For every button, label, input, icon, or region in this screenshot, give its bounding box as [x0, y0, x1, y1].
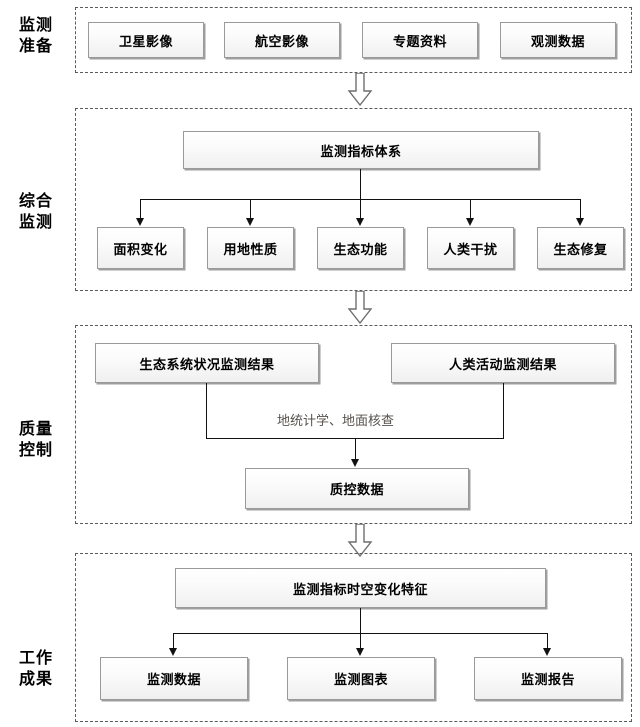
stage-connector-arrow-1: [347, 73, 373, 106]
tree-drop-land-use-nature: [250, 199, 251, 220]
tree-drop-ecological-function: [360, 199, 361, 220]
stage-container-quality-control: [75, 325, 632, 524]
stage-container-preparation: [75, 7, 632, 73]
tree-arrowhead-monitoring-charts: [356, 648, 364, 656]
tree-drop-monitoring-report: [547, 633, 548, 650]
merge-arrowhead-qc-data: [351, 459, 359, 467]
tree-arrowhead-monitoring-data: [169, 648, 177, 656]
node-human-disturbance-label: 人类干扰: [443, 242, 498, 258]
stage-label-comprehensive-monitoring-line2: 监测: [18, 212, 53, 231]
node-satellite-image[interactable]: 卫星影像: [88, 22, 204, 58]
tree-stem-work-results: [360, 608, 361, 634]
stage-label-preparation: 监测 准备: [2, 14, 70, 56]
merge-drop-qc-data: [355, 438, 356, 461]
node-monitoring-report-label: 监测报告: [520, 673, 575, 688]
stage-label-quality-control-line2: 控制: [18, 440, 53, 459]
node-qc-data[interactable]: 质控数据: [245, 468, 469, 509]
stage-label-quality-control-line1: 质量: [18, 419, 53, 438]
stage-container-comprehensive-monitoring: [75, 108, 632, 291]
node-human-disturbance[interactable]: 人类干扰: [427, 227, 514, 269]
node-ecological-function[interactable]: 生态功能: [317, 227, 404, 269]
node-indicator-system[interactable]: 监测指标体系: [183, 131, 539, 169]
stage-label-work-results-line2: 成果: [18, 669, 53, 688]
tree-arrowhead-ecological-restoration: [576, 218, 584, 226]
tree-arrowhead-human-disturbance: [466, 218, 474, 226]
stage-label-work-results-line1: 工作: [18, 648, 53, 667]
node-thematic-data-label: 专题资料: [392, 34, 447, 50]
merge-drop-human-activity: [503, 383, 504, 439]
node-human-activity-result[interactable]: 人类活动监测结果: [391, 343, 615, 383]
node-monitoring-data-label: 监测数据: [146, 673, 201, 688]
stage-label-comprehensive-monitoring-line1: 综合: [18, 191, 53, 210]
node-indicator-system-label: 监测指标体系: [320, 144, 402, 160]
node-human-activity-result-label: 人类活动监测结果: [448, 357, 557, 373]
node-ecological-function-label: 生态功能: [333, 242, 388, 258]
stage-connector-arrow-2: [347, 291, 373, 324]
node-observation-data-label: 观测数据: [530, 34, 585, 50]
tree-drop-ecological-restoration: [580, 199, 581, 220]
tree-drop-monitoring-charts: [360, 633, 361, 650]
node-spatiotemporal-features-label: 监测指标时空变化特征: [292, 582, 428, 598]
edge-label-geostatistics: 地统计学、地面核查: [277, 414, 395, 429]
node-land-use-nature[interactable]: 用地性质: [207, 227, 294, 269]
node-ecosystem-status-result[interactable]: 生态系统状况监测结果: [95, 343, 319, 383]
tree-stem-comprehensive: [360, 169, 361, 200]
tree-drop-area-change: [140, 199, 141, 220]
node-monitoring-data[interactable]: 监测数据: [100, 657, 248, 700]
stage-connector-arrow-3: [347, 524, 373, 557]
node-aerial-image-label: 航空影像: [254, 34, 309, 50]
tree-arrowhead-ecological-function: [356, 218, 364, 226]
node-qc-data-label: 质控数据: [329, 483, 384, 498]
node-aerial-image[interactable]: 航空影像: [224, 22, 340, 58]
tree-arrowhead-land-use-nature: [246, 218, 254, 226]
stage-label-preparation-line2: 准备: [18, 36, 53, 55]
node-thematic-data[interactable]: 专题资料: [362, 22, 478, 58]
stage-label-quality-control: 质量 控制: [2, 418, 70, 460]
node-area-change-label: 面积变化: [113, 242, 168, 258]
node-ecological-restoration[interactable]: 生态修复: [537, 227, 624, 269]
node-ecosystem-status-result-label: 生态系统状况监测结果: [139, 357, 275, 373]
node-spatiotemporal-features[interactable]: 监测指标时空变化特征: [175, 568, 546, 608]
stage-label-work-results: 工作 成果: [2, 647, 70, 689]
node-monitoring-report[interactable]: 监测报告: [474, 657, 622, 700]
node-monitoring-charts[interactable]: 监测图表: [287, 657, 435, 700]
tree-arrowhead-monitoring-report: [543, 648, 551, 656]
node-monitoring-charts-label: 监测图表: [333, 673, 388, 688]
node-ecological-restoration-label: 生态修复: [553, 242, 608, 258]
stage-label-preparation-line1: 监测: [18, 15, 53, 34]
tree-drop-monitoring-data: [173, 633, 174, 650]
merge-drop-ecosystem: [206, 383, 207, 439]
stage-container-work-results: [75, 553, 632, 722]
node-satellite-image-label: 卫星影像: [118, 34, 173, 50]
node-area-change[interactable]: 面积变化: [97, 227, 184, 269]
node-observation-data[interactable]: 观测数据: [500, 22, 616, 58]
node-land-use-nature-label: 用地性质: [223, 242, 278, 258]
tree-drop-human-disturbance: [470, 199, 471, 220]
tree-arrowhead-area-change: [136, 218, 144, 226]
stage-label-comprehensive-monitoring: 综合 监测: [2, 190, 70, 232]
